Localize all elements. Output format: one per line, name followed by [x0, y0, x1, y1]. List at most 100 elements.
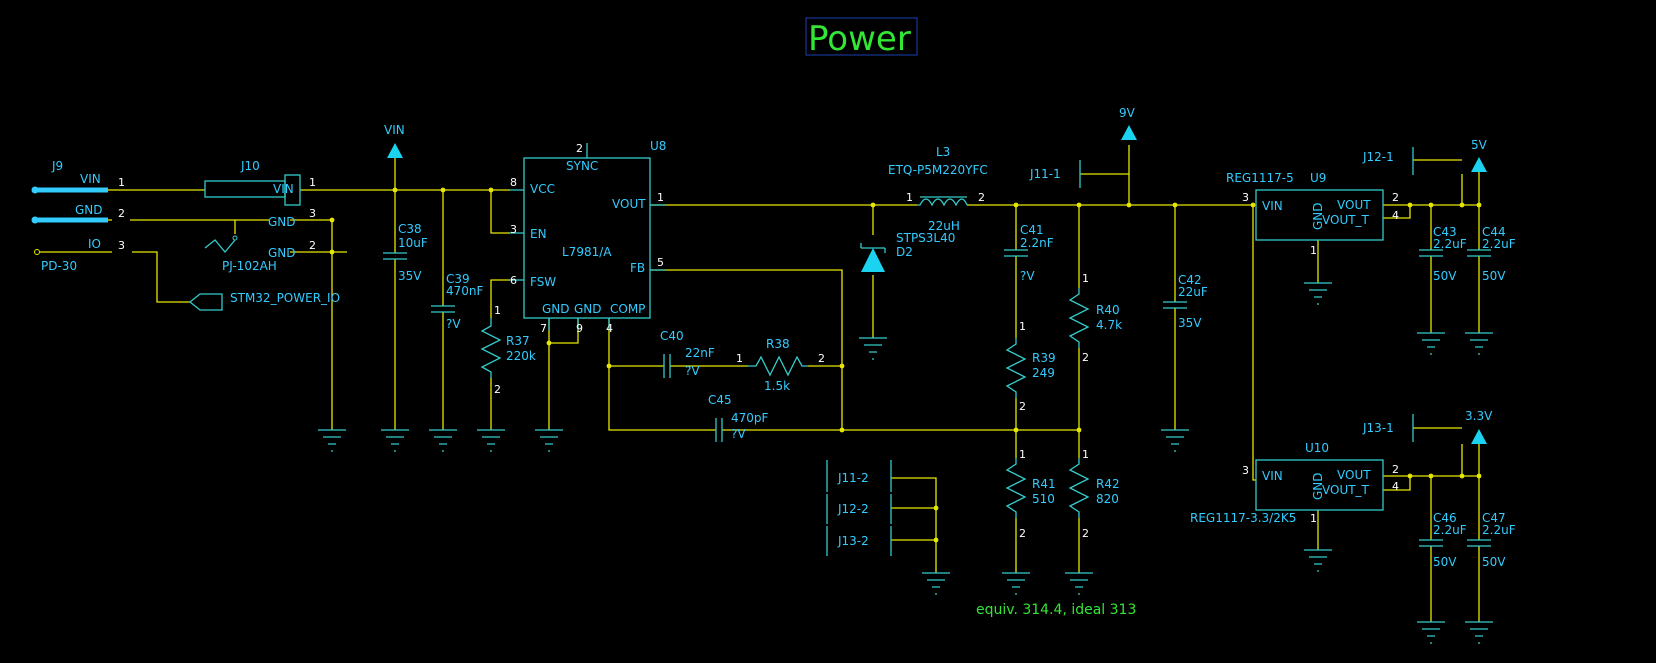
u8-part: L7981/A	[562, 245, 612, 259]
resistor-r37[interactable]: 1 2 R37 220k	[480, 304, 536, 396]
capacitor-c46[interactable]: C46 2.2uF 50V	[1419, 511, 1467, 569]
c43-voltage: 50V	[1433, 269, 1457, 283]
jumper-j11-2[interactable]: J11-2	[826, 460, 892, 492]
ic-u8[interactable]: U8 SYNC VCC EN FSW VOUT FB L7981/A GND G…	[510, 139, 666, 335]
c44-voltage: 50V	[1482, 269, 1506, 283]
capacitor-c42[interactable]: C42 22uF 35V	[1163, 273, 1208, 330]
r39-ref: R39	[1032, 351, 1056, 365]
u8-num-fb: 5	[657, 256, 664, 269]
c47-voltage: 50V	[1482, 555, 1506, 569]
c46-value: 2.2uF	[1433, 523, 1467, 537]
capacitor-c39[interactable]: C39 470nF ?V	[431, 272, 484, 331]
resistor-r38[interactable]: 1 2 R38 1.5k	[736, 337, 825, 393]
u8-num-en: 3	[510, 223, 517, 236]
u8-ref: U8	[650, 139, 666, 153]
jumper-j12-2[interactable]: J12-2	[826, 494, 892, 524]
j10-pin-vin: VIN	[273, 182, 294, 196]
jumper-j13-2[interactable]: J13-2	[826, 526, 892, 556]
u9-num-gnd: 1	[1310, 244, 1317, 257]
u8-pin-comp: COMP	[610, 302, 645, 316]
c44-value: 2.2uF	[1482, 237, 1516, 251]
capacitor-c43[interactable]: C43 2.2uF 50V	[1419, 225, 1467, 283]
u10-pin-vout-t: VOUT_T	[1322, 483, 1370, 497]
c40-voltage: ?V	[685, 364, 700, 378]
r38-num-2: 2	[818, 352, 825, 365]
j13-1-label: J13-1	[1362, 421, 1394, 435]
c39-voltage: ?V	[446, 317, 461, 331]
c42-voltage: 35V	[1178, 316, 1202, 330]
u8-num-gnd1: 7	[540, 322, 547, 335]
c38-value: 10uF	[398, 236, 428, 250]
u8-pin-gnd2: GND	[574, 302, 602, 316]
capacitor-c38[interactable]: C38 10uF 35V	[383, 222, 428, 283]
u9-part: REG1117-5	[1226, 171, 1294, 185]
c41-value: 2.2nF	[1020, 236, 1054, 250]
connector-j9[interactable]: J9 VIN GND IO 1 2 3 PD-30	[31, 159, 126, 273]
divider-note: equiv. 314.4, ideal 313	[976, 602, 1136, 618]
resistor-r39[interactable]: 1 2 R39 249	[1005, 320, 1056, 413]
r39-value: 249	[1032, 366, 1055, 380]
5v-flag-label: 5V	[1471, 138, 1488, 152]
j12-1-label: J12-1	[1362, 150, 1394, 164]
r37-value: 220k	[506, 349, 536, 363]
c38-ref: C38	[398, 222, 422, 236]
r42-num-2: 2	[1082, 527, 1089, 540]
capacitor-c40[interactable]: C40 22nF ?V	[660, 329, 715, 378]
j10-num-3: 3	[309, 207, 316, 220]
u8-pin-fsw: FSW	[530, 275, 556, 289]
u10-num-vout-t: 4	[1392, 480, 1399, 493]
diode-d2[interactable]: STPS3L40 D2	[860, 231, 955, 272]
r39-num-2: 2	[1019, 400, 1026, 413]
j9-ref: J9	[51, 159, 63, 173]
9v-flag: 9V	[1119, 106, 1137, 140]
capacitor-c47[interactable]: C47 2.2uF 50V	[1467, 511, 1516, 569]
r40-value: 4.7k	[1096, 318, 1122, 332]
sheet-title: Power	[808, 19, 911, 59]
l3-value: 22uH	[928, 219, 960, 233]
c44-ref: C44	[1482, 225, 1506, 239]
u8-pin-vcc: VCC	[530, 182, 555, 196]
u9-pin-vin: VIN	[1262, 199, 1283, 213]
j9-num-3: 3	[118, 239, 125, 252]
resistor-r42[interactable]: 1 2 R42 820	[1068, 448, 1120, 540]
l3-num-2: 2	[978, 191, 985, 204]
title-frame	[805, 17, 918, 56]
jumper-j11-1[interactable]: J11-1	[1029, 160, 1081, 188]
r40-num-1: 1	[1082, 272, 1089, 285]
c40-value: 22nF	[685, 346, 715, 360]
inductor-l3[interactable]: L3 ETQ-P5M220YFC 22uH 1 2	[888, 145, 988, 233]
r37-num-1: 1	[494, 304, 501, 317]
u10-pin-vin: VIN	[1262, 469, 1283, 483]
c43-ref: C43	[1433, 225, 1457, 239]
3v3-flag-label: 3.3V	[1465, 409, 1493, 423]
u10-num-vout: 2	[1392, 463, 1399, 476]
u8-num-fsw: 6	[510, 274, 517, 287]
j9-footprint: PD-30	[41, 259, 77, 273]
j10-pin-gnd-a: GND	[268, 215, 296, 229]
resistor-r41[interactable]: 1 2 R41 510	[1005, 448, 1056, 540]
j10-pin-gnd-b: GND	[268, 246, 296, 260]
c42-value: 22uF	[1178, 285, 1208, 299]
5v-flag: 5V	[1471, 138, 1488, 172]
resistor-r40[interactable]: 1 2 R40 4.7k	[1068, 272, 1122, 364]
capacitor-c41[interactable]: C41 2.2nF ?V	[1004, 223, 1054, 283]
u9-ref: U9	[1310, 171, 1326, 185]
j9-num-2: 2	[118, 207, 125, 220]
u8-num-vcc: 8	[510, 176, 517, 189]
u10-pin-vout: VOUT	[1337, 468, 1371, 482]
c46-voltage: 50V	[1433, 555, 1457, 569]
c47-value: 2.2uF	[1482, 523, 1516, 537]
j13-2-label: J13-2	[837, 534, 869, 548]
c41-ref: C41	[1020, 223, 1044, 237]
regulator-u10[interactable]: U10 REG1117-3.3/2K5 VIN VOUT VOUT_T GND …	[1190, 441, 1399, 525]
regulator-u9[interactable]: REG1117-5 U9 VIN VOUT VOUT_T GND 3 1 2 4	[1226, 171, 1399, 257]
r37-ref: R37	[506, 334, 530, 348]
capacitor-c45[interactable]: C45 470pF ?V	[708, 393, 769, 442]
jumper-j12-1[interactable]: J12-1	[1362, 147, 1414, 175]
c39-value: 470nF	[446, 284, 484, 298]
capacitor-c44[interactable]: C44 2.2uF 50V	[1467, 225, 1516, 283]
u9-pin-vout: VOUT	[1337, 198, 1371, 212]
port-stm32-power-io[interactable]: STM32_POWER_IO	[188, 291, 340, 311]
connector-j10[interactable]: J10 VIN GND GND 1 3 2 PJ-102AH	[204, 159, 316, 273]
jumper-j13-1[interactable]: J13-1	[1362, 414, 1414, 442]
